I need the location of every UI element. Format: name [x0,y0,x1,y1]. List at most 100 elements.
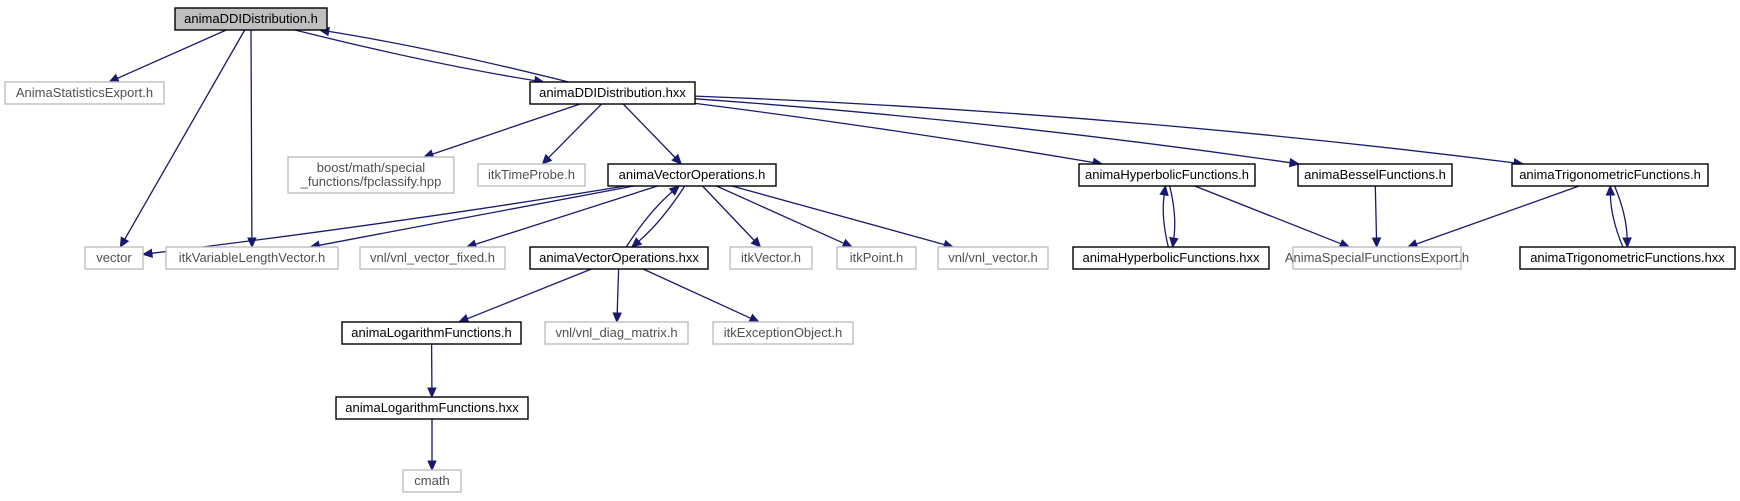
node-box [1292,246,1462,270]
edge-line [1416,185,1580,245]
edge-line [694,98,1291,164]
edge-ddiHxx-to-trigH [694,95,1525,168]
edge-ddiHxx-to-besselH [694,98,1301,168]
node-box [335,396,529,420]
node-vnlVector: vnl/vnl_vector.h [937,246,1049,270]
node-box [174,7,328,31]
node-label: animaBesselFunctions.h [1304,167,1446,182]
node-box [341,321,522,345]
node-cmath: cmath [402,469,462,493]
node-label: AnimaStatisticsExport.h [16,85,153,100]
edge-trigH-to-trigHxx [1613,185,1632,249]
edge-line [716,185,845,244]
arrowhead-icon [671,153,683,165]
node-label: animaLogarithmFunctions.h [351,325,511,340]
node-itkVLV: itkVariableLengthVector.h [165,246,339,270]
node-label: vnl/vnl_vector.h [948,250,1038,265]
edge-vecOpsH-to-vnlVector [731,185,955,250]
arrowhead-icon [748,313,761,323]
edge-line [694,95,1515,164]
node-label: itkVector.h [741,250,801,265]
arrowhead-icon [750,236,762,248]
edge-vecOpsHxx-to-logH [457,268,592,323]
edge-line [117,29,227,79]
edge-trigHxx-to-trigH [1605,184,1624,248]
edge-line [642,268,752,319]
node-box [359,246,506,270]
node-box [165,246,339,270]
edge-root-to-itkVLV [247,29,257,249]
edge-ddiHxx-to-vecOpsH [622,103,683,165]
node-label: animaTrigonometricFunctions.h [1519,167,1701,182]
arrowhead-icon [457,313,470,323]
node-label: itkVariableLengthVector.h [179,250,325,265]
node-vecOpsH[interactable]: animaVectorOperations.h [607,163,777,187]
node-box [477,163,586,187]
arrowhead-icon [427,460,437,472]
edge-ddiHxx-to-root [318,26,569,83]
arrowhead-icon [630,237,643,248]
node-label: animaVectorOperations.h [619,167,766,182]
node-label: itkExceptionObject.h [724,325,843,340]
edge-vecOpsHxx-to-vnlDiag [612,268,622,324]
edge-line [319,185,634,246]
node-box [402,469,462,493]
edge-vecOpsH-to-vecOpsHxx [630,185,686,248]
node-vecOpsHxx[interactable]: animaVectorOperations.hxx [529,246,709,270]
node-label: vnl/vnl_vector_fixed.h [370,250,495,265]
node-root[interactable]: animaDDIDistribution.h [174,7,328,31]
node-label: boost/math/special [317,160,426,175]
node-besselH[interactable]: animaBesselFunctions.h [1297,163,1453,187]
node-logH[interactable]: animaLogarithmFunctions.h [341,321,522,345]
node-hypH[interactable]: animaHyperbolicFunctions.h [1078,163,1256,187]
node-box [1297,163,1453,187]
edge-vecOpsHxx-to-itkExc [642,268,761,323]
node-box [287,156,455,194]
node-hypHxx[interactable]: animaHyperbolicFunctions.hxx [1072,246,1270,270]
node-box [1078,163,1256,187]
node-label: animaDDIDistribution.h [184,11,318,26]
node-timeProbe: itkTimeProbe.h [477,163,586,187]
node-statsExport: AnimaStatisticsExport.h [4,81,165,105]
arrowhead-icon [1622,237,1632,249]
edge-line [1194,185,1342,245]
edge-root-to-vector [119,29,246,249]
node-label: cmath [414,473,449,488]
node-box [607,163,777,187]
node-itkPoint: itkPoint.h [836,246,917,270]
node-box [544,321,689,345]
node-trigHxx[interactable]: animaTrigonometricFunctions.hxx [1519,246,1736,270]
node-vnlDiag: vnl/vnl_diag_matrix.h [544,321,689,345]
edge-vecOpsH-to-vnlFixed [465,185,658,249]
arrowhead-icon [108,73,120,83]
edge-line [475,185,658,245]
edge-hypH-to-hypHxx [1169,185,1179,249]
node-itkExc: itkExceptionObject.h [712,321,854,345]
node-vector: vector [84,246,144,270]
node-logHxx[interactable]: animaLogarithmFunctions.hxx [335,396,529,420]
node-ddiHxx[interactable]: animaDDIDistribution.hxx [529,81,696,105]
arrowhead-icon [668,185,681,196]
edge-line [625,191,673,248]
edge-vecOpsH-to-itkVLV [309,185,634,250]
edge-root-to-ddiHxx [294,29,545,86]
edge-ddiHxx-to-hypH [694,102,1104,168]
edge-vecOpsH-to-vector [141,185,626,259]
arrowhead-icon [612,312,622,324]
edge-line [616,268,620,314]
arrowhead-icon [1159,184,1169,197]
node-box [1511,163,1709,187]
node-vnlFixed: vnl/vnl_vector_fixed.h [359,246,506,270]
arrowhead-icon [1605,184,1616,196]
node-itkVector: itkVector.h [729,246,813,270]
edge-line [694,102,1094,164]
edge-line [432,103,581,155]
node-box [712,321,854,345]
edge-hypHxx-to-hypH [1159,184,1169,248]
arrowhead-icon [1338,239,1351,248]
edge-line [1613,185,1628,239]
edge-line [548,103,603,159]
edge-line [622,103,676,158]
node-label: vnl/vnl_diag_matrix.h [555,325,677,340]
node-trigH[interactable]: animaTrigonometricFunctions.h [1511,163,1709,187]
